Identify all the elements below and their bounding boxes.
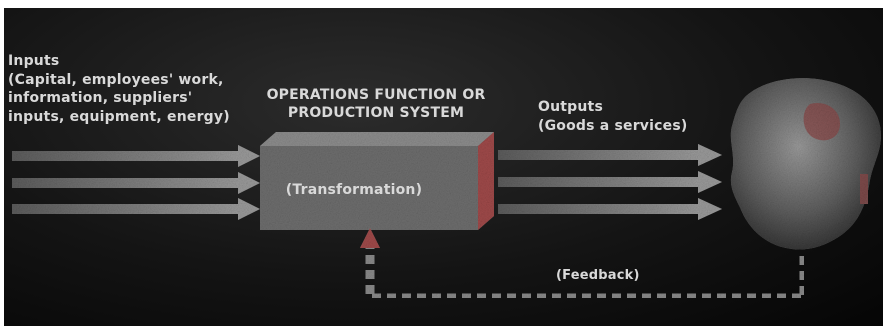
customer-globe [730, 78, 881, 250]
operations-title-line-1: OPERATIONS FUNCTION OR [266, 87, 486, 103]
outputs-label: Outputs (Goods a services) [538, 98, 687, 135]
diagram-canvas: Inputs (Capital, employees' work, inform… [4, 8, 883, 326]
outputs-heading: Outputs [538, 99, 603, 115]
box-side-face [478, 132, 494, 230]
transformation-label: (Transformation) [285, 182, 423, 198]
inputs-line-1: (Capital, employees' work, [8, 71, 224, 88]
output-arrows [498, 144, 722, 220]
inputs-heading: Inputs [8, 53, 60, 69]
operations-title-line-2: PRODUCTION SYSTEM [287, 105, 465, 121]
operations-title: OPERATIONS FUNCTION OR PRODUCTION SYSTEM [246, 86, 506, 122]
feedback-loop [360, 228, 809, 303]
diagram-graphics [12, 78, 881, 303]
input-arrow-1 [12, 145, 260, 167]
feedback-label: (Feedback) [556, 268, 640, 283]
inputs-label: Inputs (Capital, employees' work, inform… [8, 52, 230, 126]
input-arrows [12, 145, 260, 220]
box-top-face [260, 132, 494, 146]
feedback-arrowhead [360, 228, 380, 248]
output-arrow-1 [498, 144, 722, 166]
inputs-line-2: information, suppliers' [8, 90, 193, 106]
inputs-line-3: inputs, equipment, energy) [8, 108, 230, 125]
outputs-detail: (Goods a services) [538, 117, 688, 134]
input-arrow-2 [12, 172, 260, 194]
output-arrow-3 [498, 198, 722, 220]
output-arrow-2 [498, 171, 722, 193]
box-front-face [260, 146, 478, 230]
production-system-box [260, 132, 494, 230]
feedback-path [365, 244, 809, 303]
input-arrow-3 [12, 198, 260, 220]
